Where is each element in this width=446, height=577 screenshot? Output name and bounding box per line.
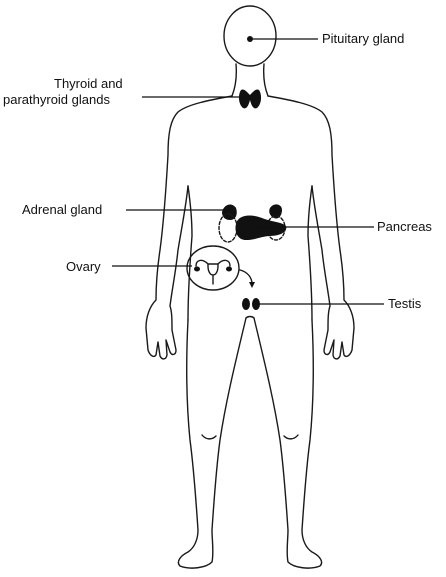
left-torso (188, 186, 192, 320)
pancreas-label: Pancreas (377, 219, 432, 234)
adrenal-label: Adrenal gland (22, 202, 102, 217)
thyroid-label-line1: Thyroid and (54, 76, 123, 91)
ovary-label: Ovary (66, 259, 101, 274)
testis-label: Testis (388, 296, 422, 311)
neck (232, 64, 268, 96)
ovary-pointer-arrowhead (249, 282, 255, 288)
body-outline (146, 6, 354, 568)
adrenal-gland-right (269, 204, 282, 218)
thyroid-gland (239, 89, 261, 108)
thyroid-label-line2: parathyroid glands (3, 92, 110, 107)
right-leg (254, 318, 322, 568)
ovary-pointer-arrow (240, 270, 252, 284)
pancreas (235, 216, 286, 240)
knee-right (284, 435, 298, 439)
testis-left (242, 298, 250, 310)
ovary-uterus-icon (194, 260, 232, 284)
right-torso (308, 186, 312, 320)
pituitary-label: Pituitary gland (322, 31, 404, 46)
knee-left (202, 435, 216, 439)
leader-lines (112, 39, 384, 304)
crotch (246, 317, 254, 319)
left-leg (178, 318, 246, 568)
